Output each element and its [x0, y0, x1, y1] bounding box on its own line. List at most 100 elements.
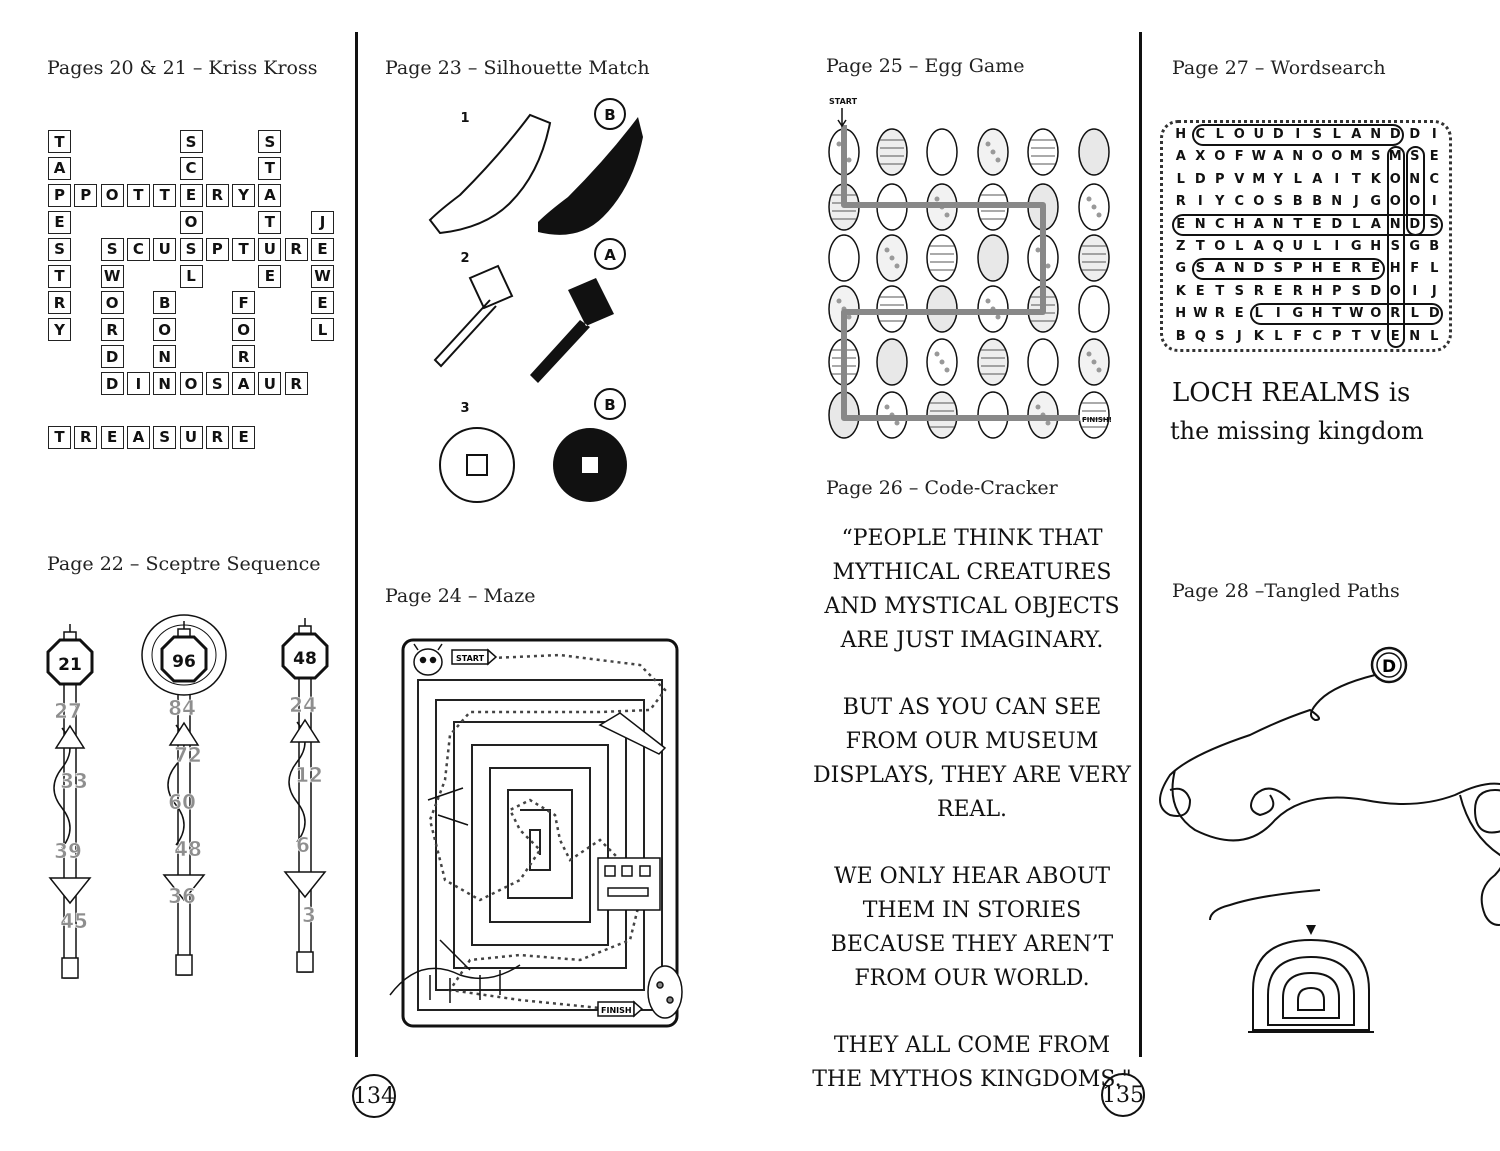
wordsearch-letter: Q	[1194, 328, 1206, 344]
wordsearch-letter: I	[1197, 194, 1203, 210]
wordsearch-letter: B	[1429, 239, 1440, 254]
kriss-kross-cell: T	[232, 237, 256, 261]
wordsearch-letter: J	[1353, 194, 1359, 210]
wordsearch-letter: A	[1253, 216, 1264, 232]
kriss-kross-cell: I	[126, 372, 150, 396]
wordsearch-letter: H	[1389, 261, 1401, 277]
wordsearch-letter: G	[1175, 261, 1187, 277]
wordsearch-letter: T	[1332, 306, 1342, 322]
wordsearch-letter: T	[1351, 171, 1361, 187]
maze-solution-path	[428, 653, 667, 1010]
wordsearch-letter: P	[1292, 261, 1303, 277]
wordsearch-letter: A	[1312, 171, 1323, 187]
wordsearch-letter: T	[1195, 239, 1205, 254]
kriss-kross-cell: R	[205, 425, 229, 449]
egg-icon	[1027, 338, 1059, 386]
heading-sceptre-sequence: Page 22 – Sceptre Sequence	[47, 553, 321, 575]
wordsearch-letter: L	[1332, 127, 1341, 142]
wordsearch-found-word	[1191, 124, 1404, 146]
quote-paragraph-4: THEY ALL COME FROM THE MYTHOS KINGDOMS."	[812, 1033, 1132, 1092]
wordsearch-letter: I	[1334, 239, 1340, 254]
wordsearch-letter: I	[1295, 127, 1301, 142]
wordsearch-letter: T	[1351, 328, 1361, 344]
kriss-kross-cell: C	[179, 156, 203, 180]
wordsearch-letter: B	[1175, 328, 1186, 344]
page-number-left: 134	[352, 1074, 396, 1118]
kriss-kross-cell: P	[205, 237, 229, 261]
silhouette-number: 3	[460, 401, 469, 416]
kriss-kross-cell: N	[153, 345, 177, 369]
wordsearch-letter: G	[1409, 239, 1421, 254]
wordsearch-letter: O	[1331, 149, 1343, 165]
wordsearch-letter: D	[1272, 127, 1284, 142]
sceptre-sequence-number: 36	[168, 884, 196, 908]
sceptre-sequence-number: 72	[174, 743, 202, 767]
wordsearch-letter: H	[1233, 216, 1245, 232]
kriss-kross-cell: N	[153, 372, 177, 396]
heading-wordsearch: Page 27 – Wordsearch	[1172, 57, 1386, 79]
portal-icon	[1248, 938, 1374, 1033]
wordsearch-letter: C	[1214, 216, 1225, 232]
wordsearch-letter: O	[1233, 127, 1245, 142]
hammer-silhouette-icon	[530, 278, 614, 383]
wordsearch-letter: A	[1370, 216, 1381, 232]
kriss-kross-cell: E	[258, 264, 282, 288]
wordsearch-letter: M	[1349, 149, 1363, 165]
kriss-kross-cell: T	[153, 183, 177, 207]
silhouette-answer-letter: A	[604, 246, 616, 264]
silhouette-answer-letter: B	[604, 396, 615, 414]
wordsearch-letter: D	[1253, 261, 1265, 277]
sceptre-sequence-number: 33	[60, 769, 88, 793]
kriss-kross-cell: O	[179, 372, 203, 396]
sceptre-sequence-number: 48	[174, 837, 202, 861]
quote-paragraph-1: “PEOPLE THINK THAT MYTHICAL CREATURES AN…	[824, 526, 1120, 653]
wordsearch-letter: E	[1390, 328, 1400, 344]
sceptre-sequence-number: 60	[168, 790, 196, 814]
kriss-kross-cell: S	[48, 237, 71, 261]
wordsearch-letter: L	[1274, 328, 1283, 344]
wordsearch-letter: B	[1292, 194, 1303, 210]
wordsearch-letter: D	[1409, 127, 1421, 142]
wordsearch-letter: A	[1273, 149, 1284, 165]
sceptre-sequence-number: 24	[289, 693, 317, 717]
wordsearch-letter: L	[1235, 239, 1244, 254]
code-cracker-quote: “PEOPLE THINK THAT MYTHICAL CREATURES AN…	[812, 522, 1132, 1130]
kriss-kross-cell: D	[100, 345, 124, 369]
wordsearch-letter: U	[1253, 127, 1265, 142]
maze-start-sign: START	[451, 648, 498, 666]
wordsearch-letter: D	[1370, 283, 1382, 299]
divider-left	[355, 32, 358, 1057]
kriss-kross-cell: E	[232, 425, 256, 449]
wordsearch-letter: L	[1313, 239, 1322, 254]
hieroglyph-panel-icon	[597, 857, 661, 911]
sceptre-sequence-number: 6	[296, 833, 310, 857]
wordsearch-letter: U	[1292, 239, 1304, 254]
kriss-kross-cell: J	[311, 210, 334, 234]
bones-icon	[427, 787, 469, 826]
kriss-kross-cell: B	[153, 291, 177, 315]
kriss-kross-cell: O	[100, 183, 124, 207]
wordsearch-letter: S	[1215, 328, 1225, 344]
wordsearch-letter: H	[1175, 127, 1187, 142]
kriss-kross-cell: A	[48, 156, 71, 180]
wordsearch-letter: L	[1293, 171, 1302, 187]
wordsearch-letter: E	[1429, 149, 1439, 165]
kriss-kross-cell: A	[126, 425, 150, 449]
tangled-answer-letter: D	[1382, 657, 1396, 677]
wordsearch-answer-line-2: the missing kingdom	[1170, 417, 1424, 445]
maze-illustration: START FINISH	[389, 638, 683, 1028]
wordsearch-found-word	[1191, 258, 1385, 281]
wordsearch-letter: H	[1311, 283, 1323, 299]
wordsearch-letter: A	[1351, 127, 1362, 142]
egg-icon	[876, 338, 908, 386]
hammer-icon	[433, 264, 514, 368]
wordsearch-letter: L	[1352, 216, 1361, 232]
wordsearch-letter: Z	[1176, 239, 1186, 254]
wordsearch-letter: N	[1409, 328, 1421, 344]
wordsearch-letter: L	[1215, 127, 1224, 142]
wordsearch-letter: X	[1195, 149, 1206, 165]
